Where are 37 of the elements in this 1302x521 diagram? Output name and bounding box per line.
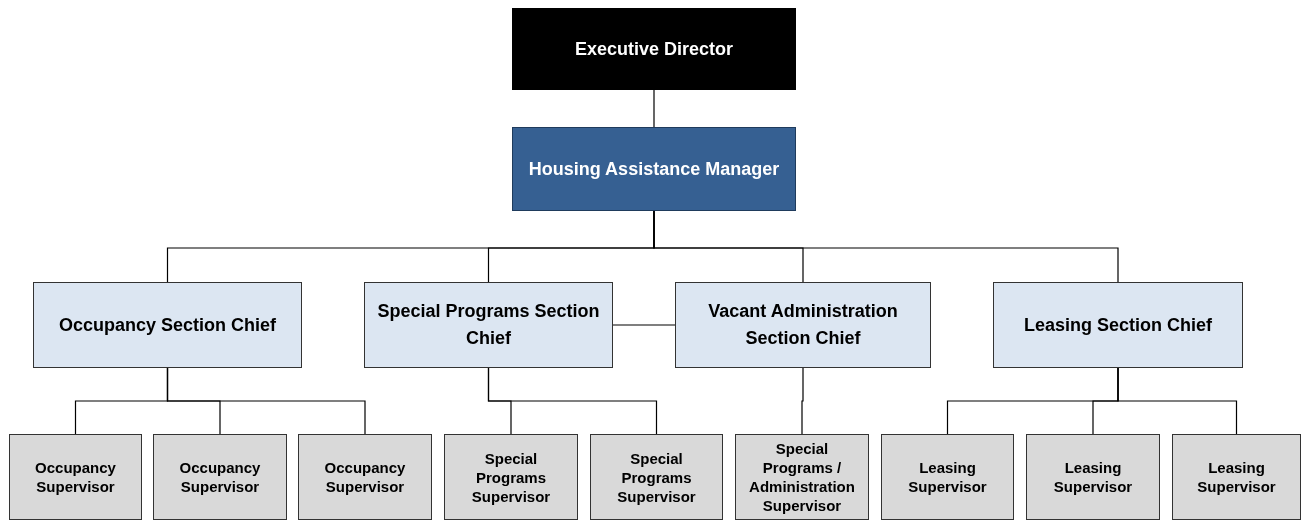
connector-line	[801, 367, 804, 435]
role-title: Occupancy Supervisor	[323, 458, 407, 496]
section-chief-box	[675, 282, 931, 368]
supervisor-box	[9, 434, 142, 520]
supervisor-box	[881, 434, 1014, 520]
connector-line	[653, 89, 655, 128]
role-title: Special Programs Section Chief	[376, 300, 601, 350]
connector-line	[612, 324, 676, 326]
role-title: Leasing Supervisor	[1196, 458, 1277, 496]
role-title: Vacant Administration Section Chief	[707, 300, 899, 350]
supervisor-box	[153, 434, 287, 520]
role-title: Special Programs Supervisor	[616, 448, 697, 506]
role-title: Occupancy Supervisor	[178, 458, 262, 496]
supervisor-box	[735, 434, 869, 520]
role-title: Housing Assistance Manager	[528, 157, 780, 181]
connector-line	[487, 367, 658, 435]
connector-line	[1117, 367, 1238, 435]
connector-line	[166, 367, 366, 435]
section-chief-box	[364, 282, 613, 368]
role-title: Leasing Section Chief	[1023, 313, 1212, 337]
supervisor-box	[444, 434, 578, 520]
role-title: Occupancy Section Chief	[58, 313, 277, 337]
section-chief-box	[33, 282, 302, 368]
role-title: Special Programs Supervisor	[470, 448, 552, 506]
supervisor-box	[1172, 434, 1301, 520]
role-title: Executive Director	[574, 37, 734, 61]
role-title: Occupancy Supervisor	[34, 458, 117, 496]
manager-box	[512, 127, 796, 211]
director-box	[512, 8, 796, 90]
supervisor-box	[590, 434, 723, 520]
supervisor-box	[298, 434, 432, 520]
connector-line	[653, 210, 1119, 283]
role-title: Leasing Supervisor	[1052, 458, 1134, 496]
supervisor-box	[1026, 434, 1160, 520]
role-title: Special Programs / Administration Supervisor	[748, 439, 856, 515]
section-chief-box	[993, 282, 1243, 368]
role-title: Leasing Supervisor	[907, 458, 988, 496]
